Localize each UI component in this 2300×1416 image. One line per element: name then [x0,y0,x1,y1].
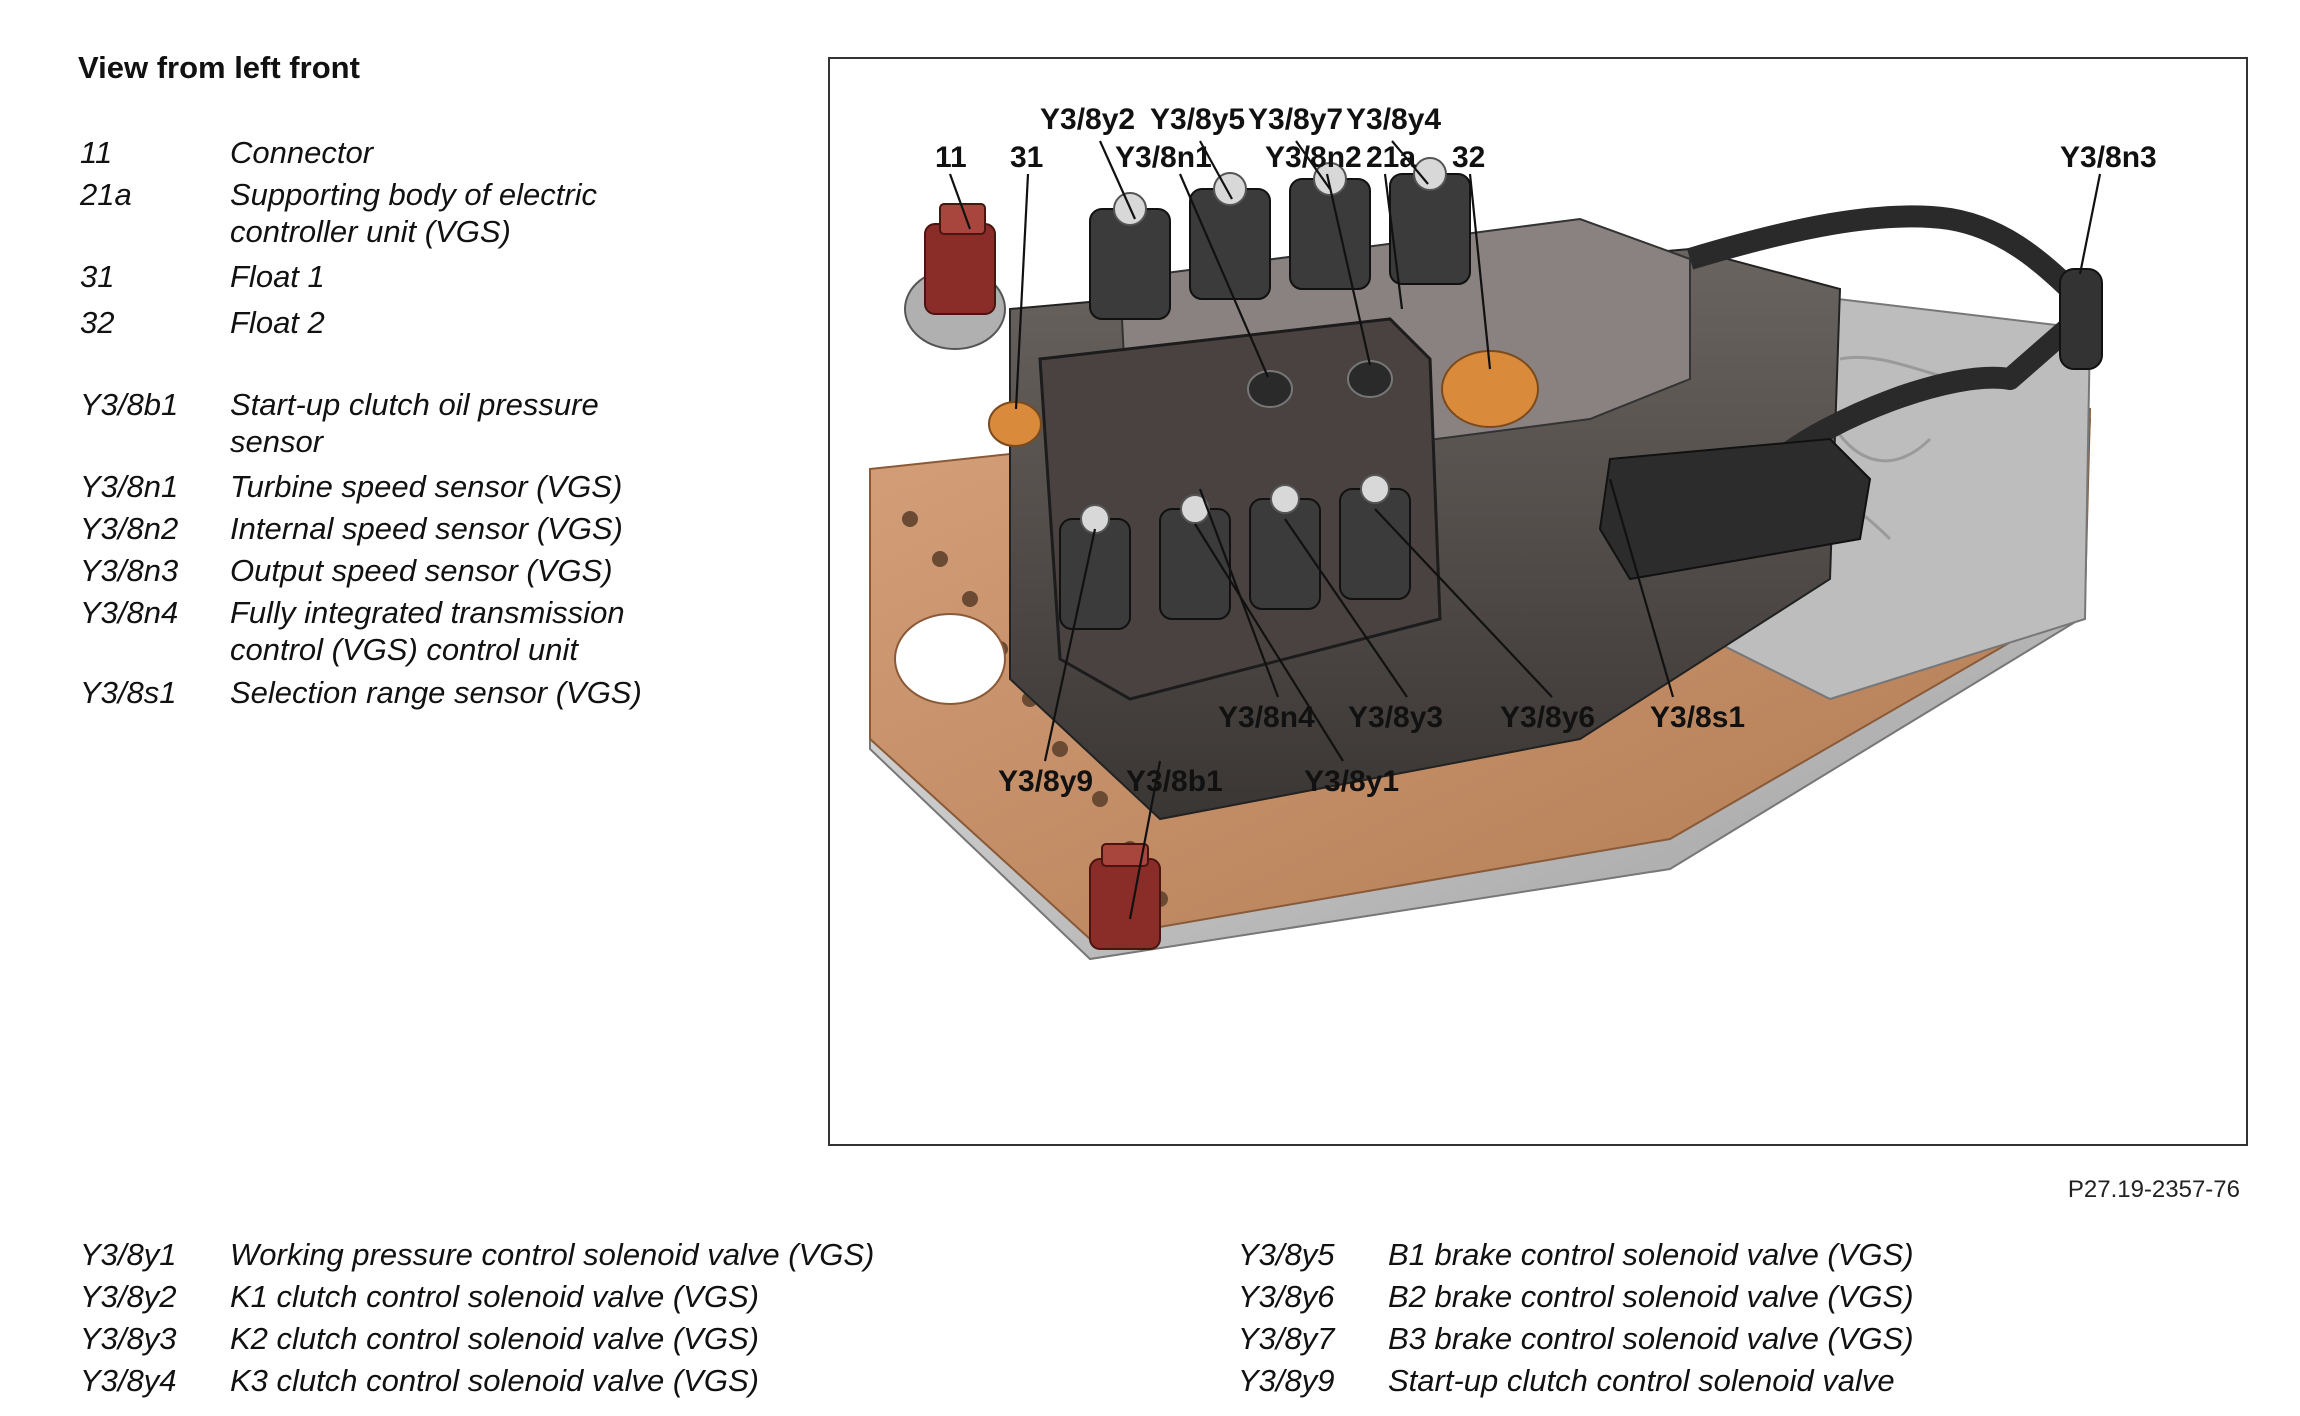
callout-11: 11 [935,141,967,174]
legend-code: Y3/8y5 [1238,1237,1335,1272]
legend-desc: B2 brake control solenoid valve (VGS) [1388,1279,1914,1314]
legend-code: Y3/8s1 [80,675,177,710]
legend-code: 11 [80,135,113,170]
legend-code: Y3/8n1 [80,469,179,504]
legend-desc: Output speed sensor (VGS) [230,553,613,588]
internal-speed-sensor [1347,360,1393,398]
legend-desc: Supporting body of electric controller u… [230,177,598,249]
legend-desc: B1 brake control solenoid valve (VGS) [1388,1237,1914,1272]
wire-harness [1686,205,2101,468]
callout-y3-8n3: Y3/8n3 [2060,141,2157,174]
valve-body-illustration: Y3/8y2 Y3/8y5 Y3/8y7 Y3/8y4 11 31 Y3/8n1… [869,103,2157,961]
legend-desc: Selection range sensor (VGS) [230,675,642,710]
legend-desc: K3 clutch control solenoid valve (VGS) [230,1363,759,1398]
output-speed-sensor [2059,268,2103,370]
callout-y3-8y7: Y3/8y7 [1248,103,1343,136]
callout-y3-8y6: Y3/8y6 [1500,701,1595,734]
legend-code: Y3/8n3 [80,553,179,588]
legend-code: 31 [80,259,115,294]
callout-21a: 21a [1366,141,1416,174]
oil-pressure-sensor-b1 [1089,843,1161,950]
turbine-speed-sensor [1247,370,1293,408]
legend-code: Y3/8y4 [80,1363,177,1398]
callout-y3-8y3: Y3/8y3 [1348,701,1443,734]
callout-32: 32 [1452,141,1485,174]
legend-desc: Turbine speed sensor (VGS) [230,469,623,504]
legend-desc: Fully integrated transmission control (V… [230,595,625,667]
legend-code: Y3/8y6 [1238,1279,1335,1314]
legend-code: Y3/8y2 [80,1279,177,1314]
callout-y3-8n2: Y3/8n2 [1265,141,1362,174]
legend-code: Y3/8b1 [80,387,179,422]
legend-desc: B3 brake control solenoid valve (VGS) [1388,1321,1914,1356]
figure-reference: P27.19-2357-76 [2067,1176,2240,1203]
legend-desc: Internal speed sensor (VGS) [230,511,623,546]
legend-desc: K2 clutch control solenoid valve (VGS) [230,1321,759,1356]
legend-code: Y3/8y3 [80,1321,177,1356]
gasket-large-hole [894,613,1006,705]
legend-desc: Start-up clutch oil pressure sensor [230,387,599,459]
legend-code: Y3/8y9 [1238,1363,1335,1398]
callout-y3-8n4: Y3/8n4 [1218,701,1315,734]
legend-code: 32 [80,305,115,340]
callout-y3-8y2: Y3/8y2 [1040,103,1135,136]
selection-range-sensor [1598,437,1872,581]
legend-desc: Float 1 [230,259,325,294]
legend-desc: Float 2 [230,305,325,340]
legend-code: Y3/8n4 [80,595,179,630]
callout-y3-8y5: Y3/8y5 [1150,103,1245,136]
page-title: View from left front [78,50,360,85]
top-solenoids [1089,157,1471,320]
legend-code: 21a [80,177,132,212]
legend-desc: Connector [230,135,374,170]
connector-11 [904,203,1006,350]
callout-y3-8y9: Y3/8y9 [998,765,1093,798]
float-2 [1441,350,1539,428]
callout-31: 31 [1010,141,1043,174]
control-unit-panel [1038,317,1442,701]
legend-code: Y3/8y7 [1238,1321,1335,1356]
callout-y3-8y4: Y3/8y4 [1346,103,1441,136]
legend-desc: K1 clutch control solenoid valve (VGS) [230,1279,759,1314]
callout-y3-8n1: Y3/8n1 [1115,141,1212,174]
diagram-figure: Y3/8y2 Y3/8y5 Y3/8y7 Y3/8y4 11 31 Y3/8n1… [828,57,2248,1146]
callout-y3-8s1: Y3/8s1 [1650,701,1745,734]
callout-y3-8y1: Y3/8y1 [1304,765,1399,798]
float-1 [988,401,1042,447]
callout-y3-8b1: Y3/8b1 [1126,765,1223,798]
legend-code: Y3/8y1 [80,1237,177,1272]
legend-code: Y3/8n2 [80,511,179,546]
leader-lines [948,140,2102,920]
legend-desc: Start-up clutch control solenoid valve [1388,1363,1895,1398]
legend-desc: Working pressure control solenoid valve … [230,1237,875,1272]
bottom-solenoids [1059,474,1411,630]
